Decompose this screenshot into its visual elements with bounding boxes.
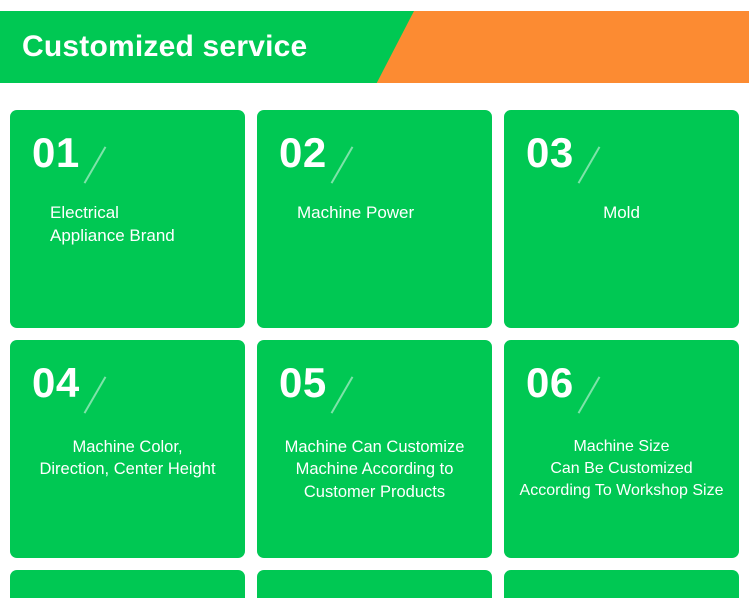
card-text: Mold xyxy=(603,203,640,222)
page-title: Customized service xyxy=(22,30,308,63)
card-text: Machine Color, Direction, Center Height xyxy=(39,438,216,479)
slash-icon xyxy=(330,146,354,184)
card-text: Machine Can Customize Machine According … xyxy=(284,438,465,501)
slash-icon xyxy=(83,376,107,414)
customized-service-infographic: Customized service 01 Electrical Applian… xyxy=(0,11,749,598)
feature-card-04[interactable]: 04 Machine Color, Direction, Center Heig… xyxy=(10,340,245,558)
feature-card-03[interactable]: 03 Mold xyxy=(504,110,739,328)
card-text: Machine Size Can Be Customized According… xyxy=(519,438,724,500)
feature-row-1: 01 Electrical Appliance Brand 02 Machine… xyxy=(10,110,739,328)
slash-icon xyxy=(577,376,601,414)
header-green-shape xyxy=(0,11,414,83)
slash-icon xyxy=(577,146,601,184)
header-banner: Customized service xyxy=(0,11,749,83)
card-strip xyxy=(257,570,492,598)
feature-card-06[interactable]: 06 Machine Size Can Be Customized Accord… xyxy=(504,340,739,558)
feature-row-2: 04 Machine Color, Direction, Center Heig… xyxy=(10,340,739,558)
feature-card-02[interactable]: 02 Machine Power xyxy=(257,110,492,328)
feature-card-01[interactable]: 01 Electrical Appliance Brand xyxy=(10,110,245,328)
card-number: 02 xyxy=(279,129,327,176)
feature-card-05[interactable]: 05 Machine Can Customize Machine Accordi… xyxy=(257,340,492,558)
card-number: 03 xyxy=(526,129,574,176)
card-strip xyxy=(10,570,245,598)
next-row-preview xyxy=(10,570,739,598)
card-text: Electrical Appliance Brand xyxy=(50,203,175,245)
card-strip xyxy=(504,570,739,598)
slash-icon xyxy=(330,376,354,414)
card-number: 01 xyxy=(32,129,80,176)
card-number: 05 xyxy=(279,359,327,406)
feature-grid: 01 Electrical Appliance Brand 02 Machine… xyxy=(10,110,739,598)
slash-icon xyxy=(83,146,107,184)
card-number: 04 xyxy=(32,359,80,406)
card-text: Machine Power xyxy=(297,203,415,222)
card-number: 06 xyxy=(526,359,574,406)
